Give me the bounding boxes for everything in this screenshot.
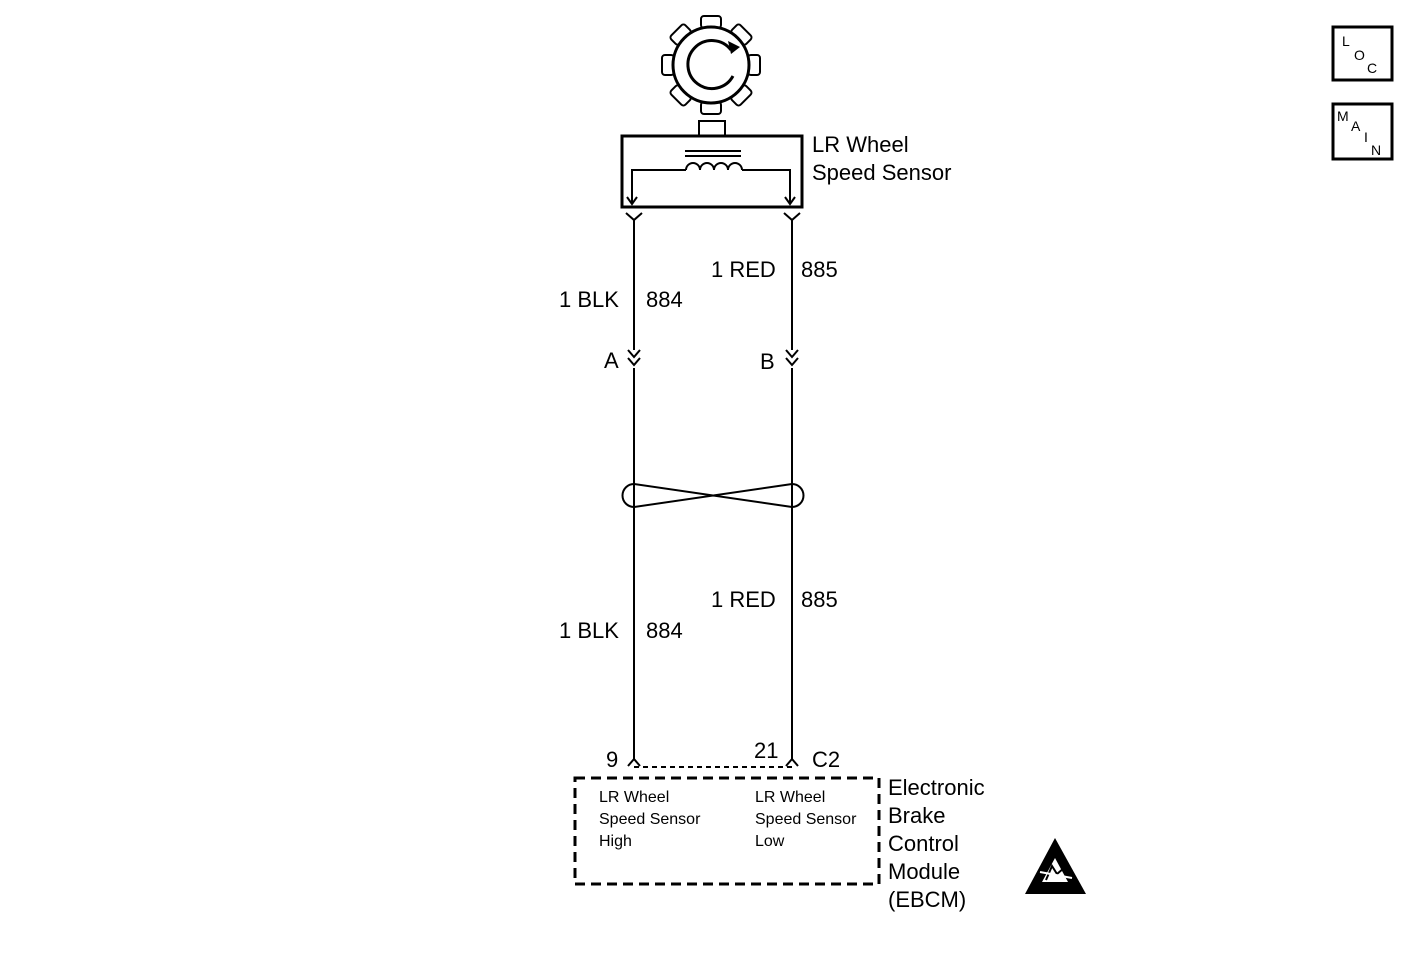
ebcm-low-label-2: Speed Sensor xyxy=(755,811,857,828)
wheel-speed-sensor: LR Wheel Speed Sensor xyxy=(620,120,951,209)
twisted-pair-icon xyxy=(621,482,805,509)
wire-885-color-lower: 1 RED xyxy=(711,587,776,612)
wire-885-circuit-lower: 885 xyxy=(801,587,838,612)
ebcm-name-line4: Module xyxy=(888,859,960,884)
module-connector-c2: 9 21 C2 xyxy=(606,738,840,772)
ebcm-name-line1: Electronic xyxy=(888,775,985,800)
main-letter-4: N xyxy=(1371,142,1381,158)
ebcm-high-label-3: High xyxy=(599,833,632,850)
loc-button[interactable]: L O C xyxy=(1331,25,1394,82)
coil-icon xyxy=(626,150,796,206)
connector-pin-b: B xyxy=(760,349,775,374)
ebcm-high-label-1: LR Wheel xyxy=(599,789,669,806)
ebcm-name-line2: Brake xyxy=(888,803,945,828)
main-letter-2: A xyxy=(1351,118,1361,134)
main-letter-1: M xyxy=(1337,108,1349,124)
wire-884-color-upper: 1 BLK xyxy=(559,287,619,312)
ebcm-high-label-2: Speed Sensor xyxy=(599,811,701,828)
ebcm-low-label-3: Low xyxy=(755,833,785,850)
wire-885-color-upper: 1 RED xyxy=(711,257,776,282)
wire-884-circuit-lower: 884 xyxy=(646,618,683,643)
inline-connector: A B xyxy=(604,348,799,374)
wire-884-circuit-upper: 884 xyxy=(646,287,683,312)
loc-letter-3: C xyxy=(1367,60,1377,76)
ebcm-name-line3: Control xyxy=(888,831,959,856)
esd-warning-icon xyxy=(1025,838,1086,894)
tone-wheel-icon xyxy=(661,15,761,115)
sensor-name-line1: LR Wheel xyxy=(812,132,909,157)
wire-884-color-lower: 1 BLK xyxy=(559,618,619,643)
wire-885-circuit-upper: 885 xyxy=(801,257,838,282)
ebcm-name-line5: (EBCM) xyxy=(888,887,966,912)
ebcm-module: LR Wheel Speed Sensor High LR Wheel Spee… xyxy=(573,775,985,912)
module-pin-high: 9 xyxy=(606,747,618,772)
sensor-name-line2: Speed Sensor xyxy=(812,160,951,185)
module-pin-low: 21 xyxy=(754,738,778,763)
module-connector-id: C2 xyxy=(812,747,840,772)
main-button[interactable]: M A I N xyxy=(1331,102,1394,161)
loc-letter-1: L xyxy=(1342,33,1350,49)
connector-pin-a: A xyxy=(604,348,619,373)
main-letter-3: I xyxy=(1364,129,1368,145)
loc-letter-2: O xyxy=(1354,47,1365,63)
ebcm-low-label-1: LR Wheel xyxy=(755,789,825,806)
